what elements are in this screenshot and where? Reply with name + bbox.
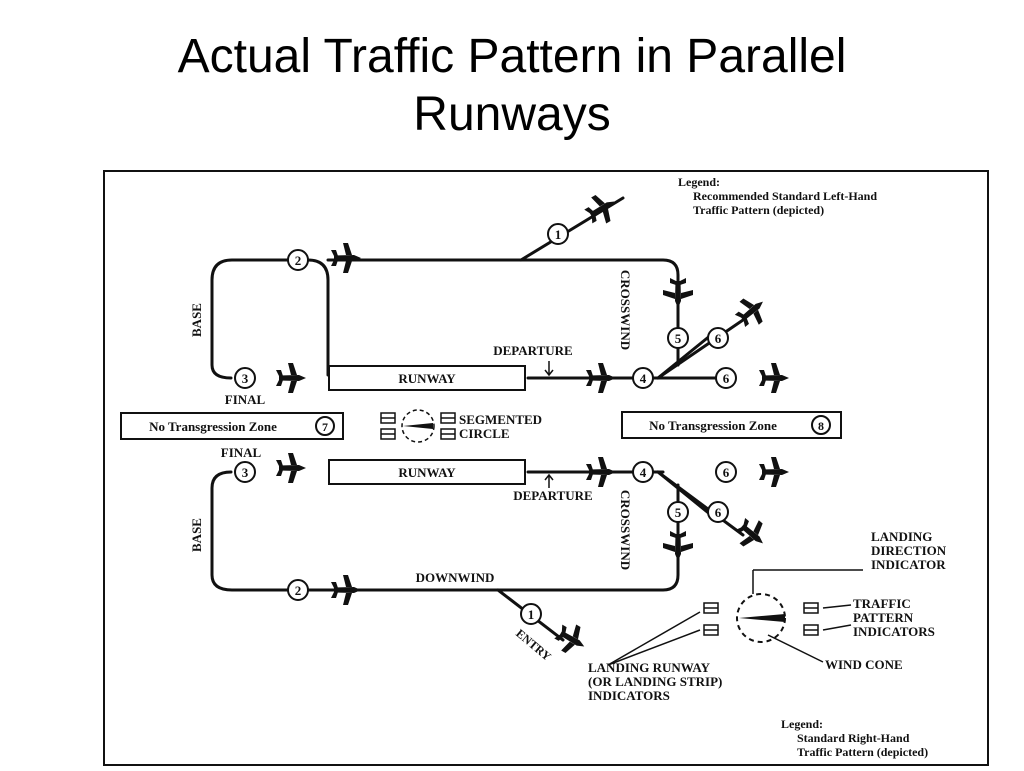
zone-left-marker [315,416,335,436]
wind-cone-pointer [767,634,824,663]
traffic-pattern-pointer [822,604,852,609]
top-departure-label: DEPARTURE [493,343,572,358]
segmented-circle-icon [401,409,435,443]
top-marker-2 [287,249,309,271]
top-runway-label: RUNWAY [398,371,456,386]
bottom-marker-5-label: 5 [675,505,682,520]
no-transgression-zone-right [621,411,842,439]
zone-right-marker [811,415,831,435]
bottom-marker-3-label: 3 [242,465,249,480]
landing-runway-pointer-2 [607,629,701,666]
bottom-final-label: FINAL [221,445,262,460]
zone-left-marker-label: 7 [322,420,328,434]
top-runway [328,365,526,391]
top-base-label: BASE [189,303,204,337]
landing-runway-label-1: LANDING RUNWAY [588,660,711,675]
detail-left-indicator-2-icon [703,624,719,636]
segmented-circle-label-2: CIRCLE [459,426,510,441]
slide-title: Actual Traffic Pattern in Parallel Runwa… [0,28,1024,144]
bottom-marker-6a [715,461,737,483]
legend-bottom-line-2: Traffic Pattern (depicted) [797,745,928,759]
top-marker-4 [632,367,654,389]
legend-top-heading: Legend: [678,175,720,189]
top-marker-1-label: 1 [555,227,562,242]
segmented-circle-left-indicator-icon [380,412,396,424]
bottom-marker-1-label: 1 [528,607,535,622]
top-marker-2-label: 2 [295,253,302,268]
landing-runway-pointer [607,611,701,666]
top-marker-4-label: 4 [640,371,647,386]
bottom-crosswind-label: CROSSWIND [618,490,633,570]
wind-cone-label: WIND CONE [825,657,903,672]
bottom-marker-2-label: 2 [295,583,302,598]
traffic-pattern-figure: RUNWAY RUNWAY 1 2 3 4 5 6 6 3 4 6 5 [103,170,989,766]
top-marker-5-label: 5 [675,331,682,346]
traffic-pattern-label-3: INDICATORS [853,624,935,639]
legend-bottom-line-1: Standard Right-Hand [797,731,910,745]
top-45-leg [656,318,745,380]
downwind-label: DOWNWIND [416,570,495,585]
top-departure-arrow-icon [544,361,554,377]
bottom-marker-4-label: 4 [640,465,647,480]
traffic-pattern-diagram: RUNWAY RUNWAY 1 2 3 4 5 6 6 3 4 6 5 [103,170,989,766]
bottom-45-leg [656,470,745,537]
bottom-marker-6b [707,501,729,523]
top-pattern-left [210,258,330,380]
top-final-label: FINAL [225,392,266,407]
detail-tee-icon [739,614,785,622]
top-marker-1 [547,223,569,245]
zone-right-marker-label: 8 [818,419,824,433]
landing-runway-label-2: (OR LANDING STRIP) [588,674,722,689]
bottom-marker-1 [520,603,542,625]
detail-right-indicator-1-icon [803,602,819,614]
bottom-marker-4 [632,461,654,483]
top-marker-6b-label: 6 [723,371,730,386]
segmented-circle-right-indicator-2-icon [440,428,456,440]
top-marker-6b [715,367,737,389]
segmented-circle-left-indicator-2-icon [380,428,396,440]
zone-left-label: No Transgression Zone [149,419,277,434]
bottom-marker-6b-label: 6 [715,505,722,520]
bottom-runway [328,459,526,485]
top-marker-5 [667,327,689,349]
legend-bottom-heading: Legend: [781,717,823,731]
title-line-1: Actual Traffic Pattern in Parallel [177,30,847,83]
top-crosswind-label: CROSSWIND [618,270,633,350]
legend-top-line-2: Traffic Pattern (depicted) [693,203,824,217]
bottom-pattern-right [496,483,680,592]
bottom-departure-label: DEPARTURE [513,488,592,503]
segmented-circle-label-1: SEGMENTED [459,412,542,427]
title-line-2: Runways [413,88,611,141]
no-transgression-zone-left [120,412,344,440]
segmented-circle-tee-icon [403,423,433,429]
landing-direction-label-3: INDICATOR [871,557,946,572]
traffic-pattern-pointer-2 [822,624,852,631]
bottom-base-label: BASE [189,518,204,552]
bottom-marker-2 [287,579,309,601]
bottom-pattern-left [210,470,310,592]
top-marker-6a [707,327,729,349]
bottom-departure-arrow-icon [544,473,554,488]
zone-right-label: No Transgression Zone [649,418,777,433]
top-pattern-downwind [326,258,680,367]
landing-runway-label-3: INDICATORS [588,688,670,703]
bottom-runway-label: RUNWAY [398,465,456,480]
segmented-circle-right-indicator-icon [440,412,456,424]
top-marker-3 [234,367,256,389]
landing-direction-label-2: DIRECTION [871,543,947,558]
landing-direction-label-1: LANDING [871,529,932,544]
top-marker-3-label: 3 [242,371,249,386]
legend-top-line-1: Recommended Standard Left-Hand [693,189,877,203]
bottom-marker-3 [234,461,256,483]
traffic-pattern-label-2: PATTERN [853,610,914,625]
bottom-marker-5 [667,501,689,523]
bottom-marker-6a-label: 6 [723,465,730,480]
detail-right-indicator-2-icon [803,624,819,636]
detail-left-indicator-1-icon [703,602,719,614]
traffic-pattern-label-1: TRAFFIC [853,596,911,611]
top-marker-6a-label: 6 [715,331,722,346]
